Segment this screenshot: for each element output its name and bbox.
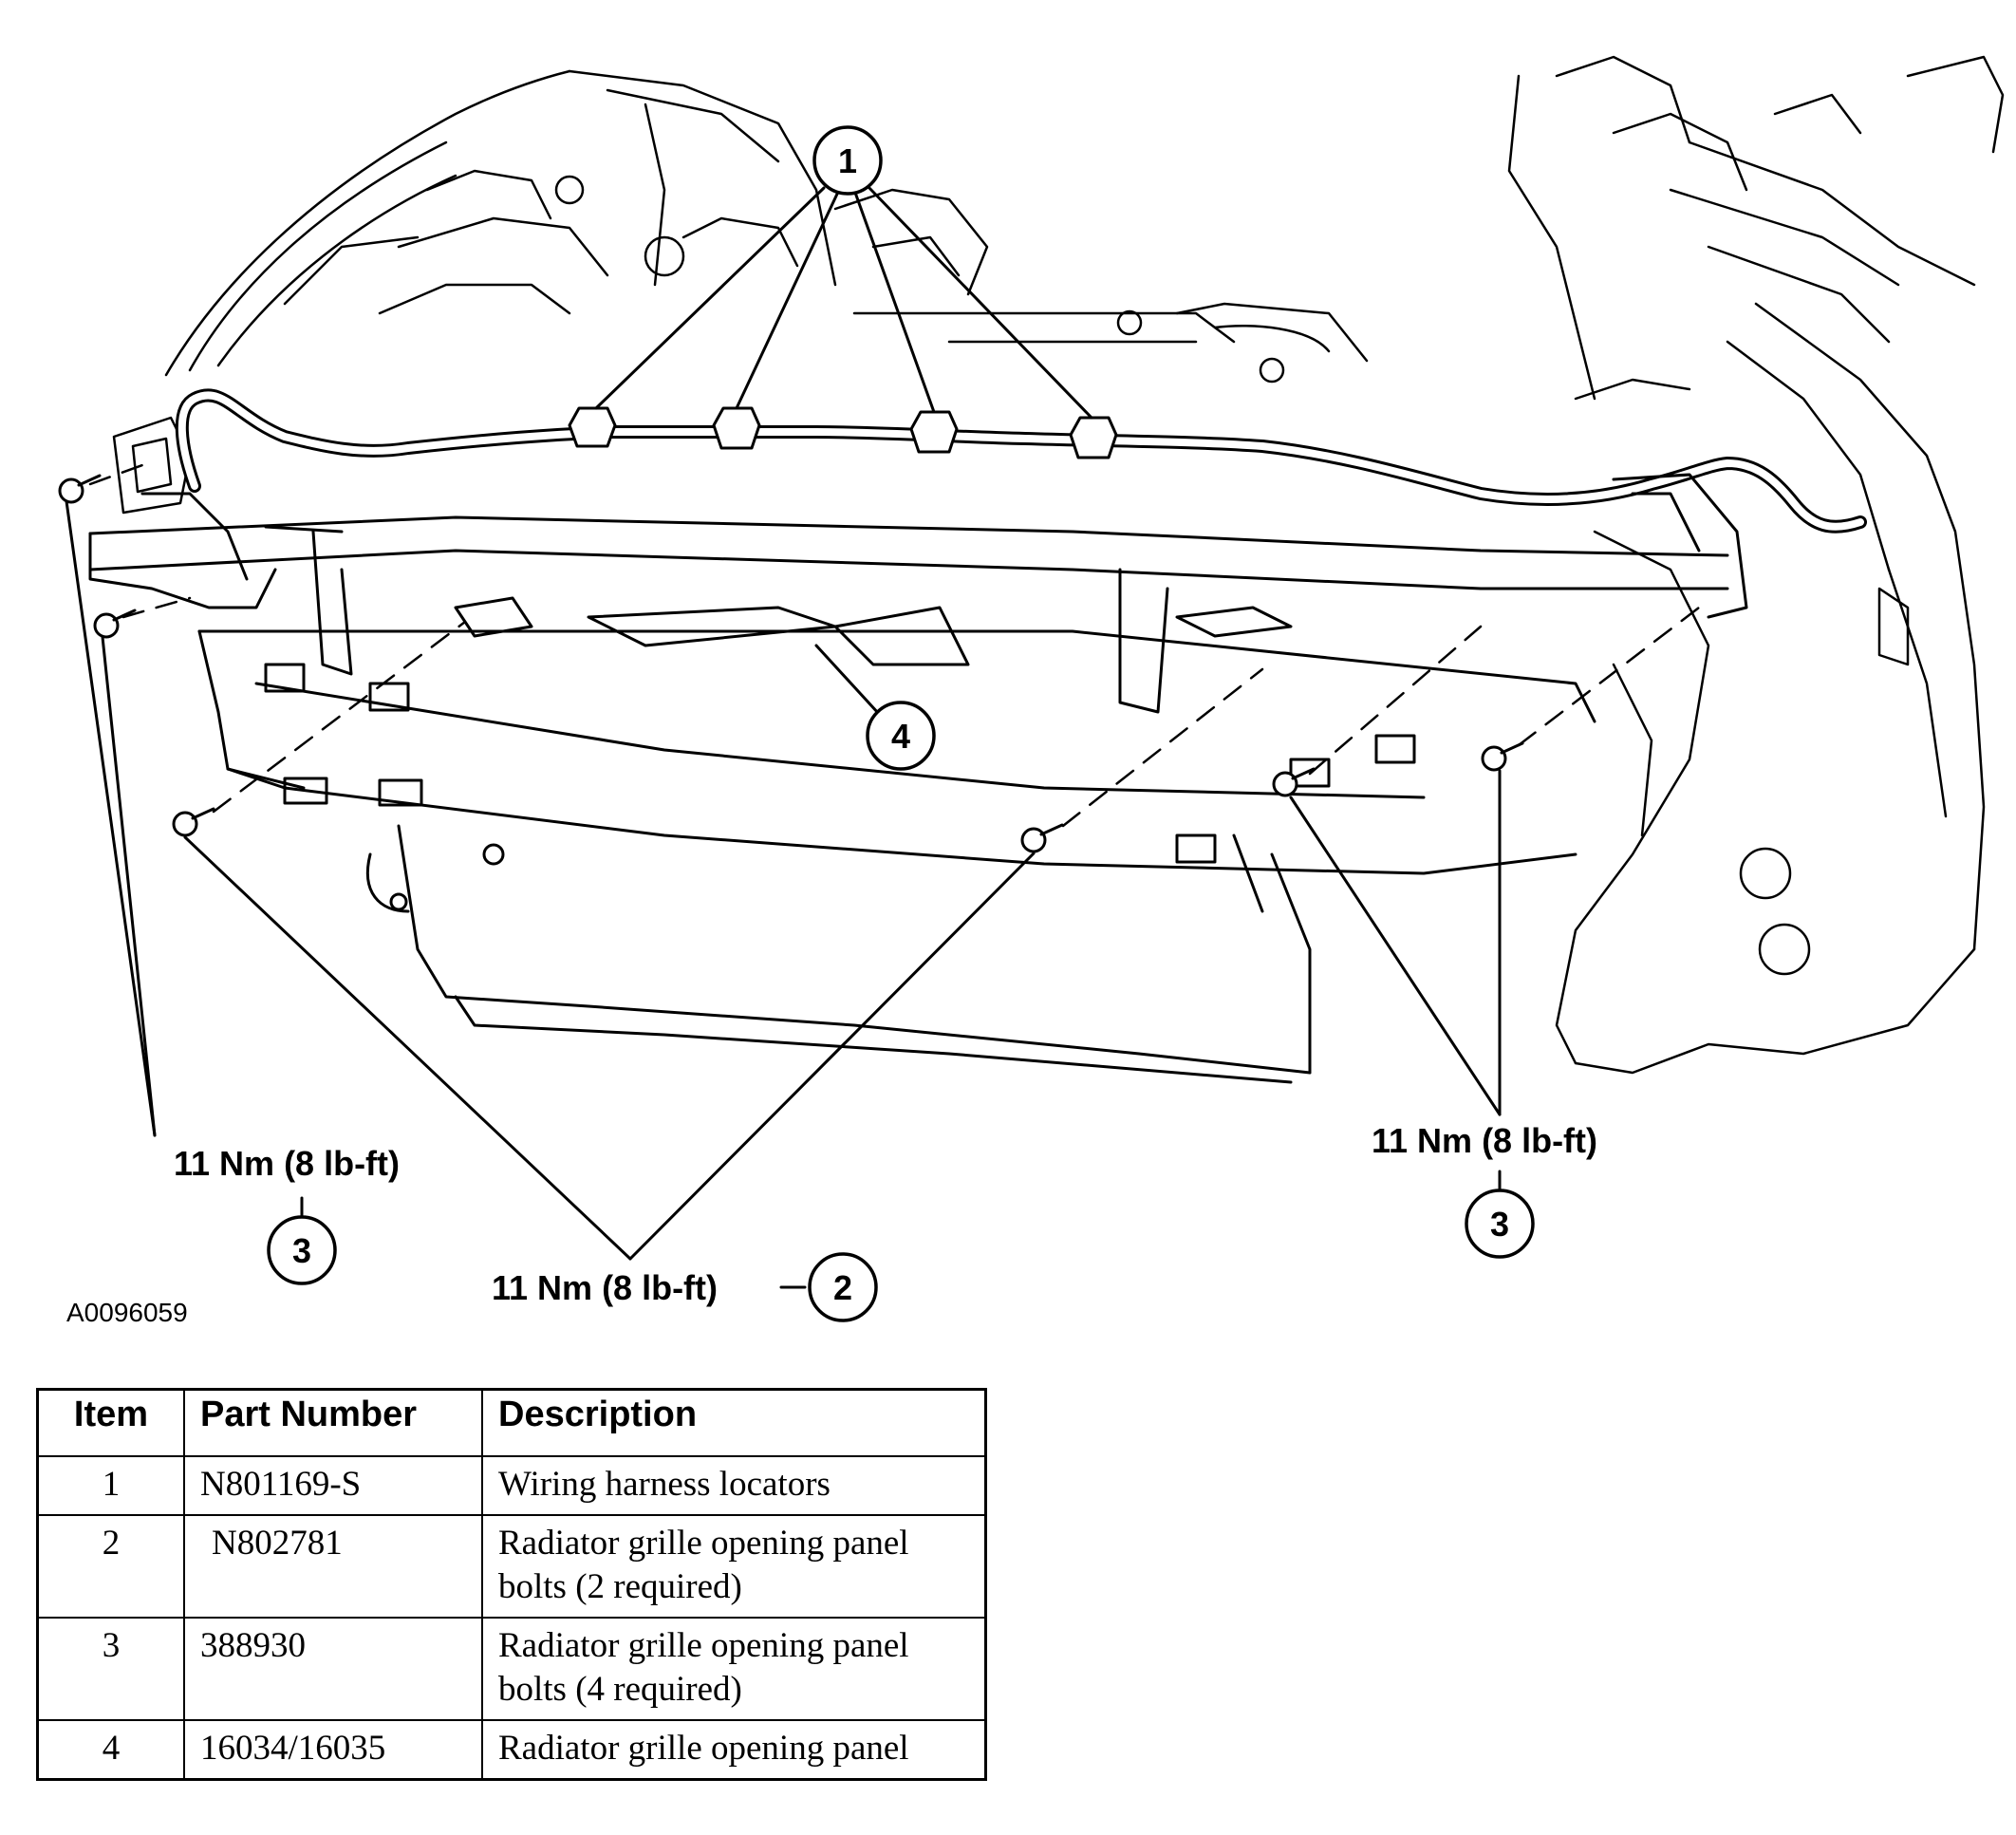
table-row: 3 388930 Radiator grille opening panel b… — [36, 1617, 987, 1721]
callout-circles — [267, 125, 1535, 1322]
row-description: Radiator grille opening panel — [481, 1719, 987, 1781]
bolt-icon — [1272, 767, 1316, 797]
callout-3-left-label: 3 — [292, 1231, 311, 1270]
callout-4-circle — [866, 701, 936, 771]
leader-lines — [65, 184, 1502, 1289]
parts-table: Item Part Number Description 1 N801169-S… — [36, 1388, 987, 1781]
callout-3-left-circle — [267, 1215, 337, 1285]
table-row: 2 N802781 Radiator grille opening panel … — [36, 1514, 987, 1619]
row-description: Radiator grille opening panel bolts (2 r… — [481, 1514, 987, 1619]
engine-bay-background — [112, 55, 2005, 1075]
callout-4-label: 4 — [891, 717, 910, 756]
table-row: 4 16034/16035 Radiator grille opening pa… — [36, 1719, 987, 1781]
bolt-icon — [1481, 741, 1524, 772]
torque-label-left: 11 Nm (8 lb-ft) — [174, 1144, 400, 1183]
bolt-icon — [93, 609, 137, 639]
callout-2-circle — [808, 1252, 878, 1322]
header-part-number: Part Number — [183, 1388, 483, 1457]
row-item: 1 — [36, 1455, 185, 1516]
callout-1-label: 1 — [838, 141, 857, 180]
install-axis-lines — [88, 463, 1701, 828]
row-part-number: 16034/16035 — [183, 1719, 483, 1781]
bolt-icon — [58, 474, 102, 504]
parts-table-header-row: Item Part Number Description — [36, 1388, 987, 1457]
callout-3-right-label: 3 — [1490, 1205, 1509, 1244]
bolt-icon — [1020, 823, 1064, 853]
row-description: Wiring harness locators — [481, 1455, 987, 1516]
row-part-number: 388930 — [183, 1617, 483, 1721]
torque-label-center: 11 Nm (8 lb-ft) — [492, 1268, 718, 1307]
bolt-icons — [58, 474, 1524, 853]
row-item: 4 — [36, 1719, 185, 1781]
callout-2-label: 2 — [833, 1268, 852, 1307]
header-item: Item — [36, 1388, 185, 1457]
row-item: 3 — [36, 1617, 185, 1721]
row-part-number: N802781 — [183, 1514, 483, 1619]
row-item: 2 — [36, 1514, 185, 1619]
radiator-grille-opening-panel — [88, 473, 1748, 1084]
row-part-number: N801169-S — [183, 1455, 483, 1516]
table-row: 1 N801169-S Wiring harness locators — [36, 1455, 987, 1516]
callout-3-right-circle — [1465, 1189, 1535, 1259]
row-description: Radiator grille opening panel bolts (4 r… — [481, 1617, 987, 1721]
torque-label-right: 11 Nm (8 lb-ft) — [1372, 1121, 1597, 1160]
figure-id: A0096059 — [66, 1298, 188, 1327]
header-description: Description — [481, 1388, 987, 1457]
wiring-harness — [175, 388, 1867, 534]
bolt-icon — [172, 807, 215, 837]
callout-1-circle — [812, 125, 883, 196]
